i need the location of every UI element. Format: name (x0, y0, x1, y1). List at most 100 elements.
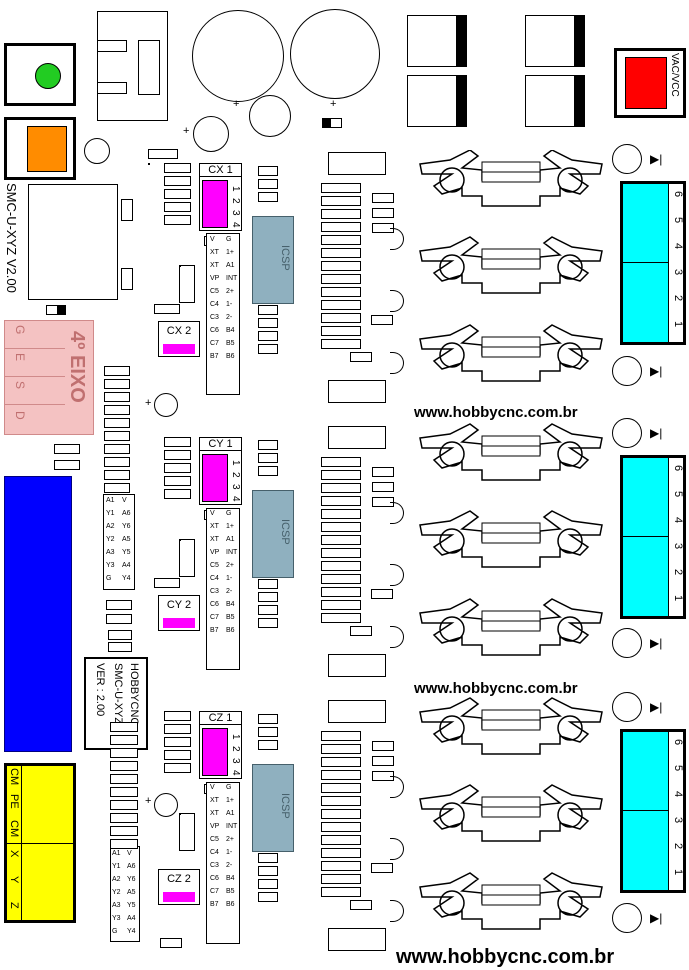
jumper-cz1[interactable]: CZ 1 (199, 711, 242, 779)
capacitor-medium (249, 95, 291, 137)
jumper-pin-4: 4 (230, 770, 241, 776)
jumper-cz2-label: CZ 2 (167, 873, 191, 885)
resistor (164, 176, 191, 186)
pic-pin-right: A1 (226, 262, 235, 269)
resistor (258, 727, 278, 737)
resistor (164, 163, 191, 173)
power-connector[interactable]: VAC/VCC (614, 48, 686, 118)
icsp-label-z: ICSP (279, 793, 291, 819)
resistor (321, 861, 361, 871)
website-label-3: www.hobbycnc.com.br (396, 946, 615, 968)
motor-terminal-y[interactable] (620, 455, 686, 619)
resistor (164, 202, 191, 212)
axis4-pin-g: G (13, 325, 27, 335)
jumper-pin-2: 2 (230, 746, 241, 752)
motor-terminal-z[interactable] (620, 729, 686, 893)
buffer-chip-z (110, 846, 140, 942)
capacitor-film (390, 228, 404, 250)
input-label-z: Z (8, 902, 20, 909)
pic-pin-left: XT (210, 523, 219, 530)
heatsink (419, 872, 603, 930)
diode-led-ring (612, 692, 642, 722)
resistor (321, 300, 361, 310)
resistor (321, 757, 361, 767)
motor-terminal-x[interactable] (620, 181, 686, 345)
icsp-header-x[interactable]: ICSP (252, 216, 294, 304)
orange-button-frame[interactable] (4, 117, 76, 180)
jumper-cy2[interactable]: CY 2 (158, 595, 200, 631)
terminal-pin-6: 6 (672, 465, 684, 472)
buffer-pin-left: Y1 (112, 863, 121, 870)
diode-led-ring (612, 628, 642, 658)
pic-pin-left: B7 (210, 627, 219, 634)
resistor (258, 892, 278, 902)
resistor (154, 304, 180, 314)
resistor (350, 352, 372, 362)
blue-module (4, 476, 72, 752)
jumper-cy1[interactable]: CY 1 (199, 437, 242, 505)
jumper-cx1[interactable]: CX 1 (199, 163, 242, 231)
resistor (110, 761, 138, 771)
resistor (258, 305, 278, 315)
pic-pin-left: C4 (210, 849, 219, 856)
resistor (164, 750, 191, 760)
current-sense-resistor (328, 152, 386, 175)
diode-icon: ▶| (650, 636, 663, 650)
buffer-pin-right: A5 (122, 536, 131, 543)
pic-pin-left: B7 (210, 353, 219, 360)
icsp-header-z[interactable]: ICSP (252, 764, 294, 852)
resistor (106, 614, 132, 624)
input-label-pe: PE (8, 794, 20, 809)
spacer (179, 539, 181, 541)
pic-pin-left: C3 (210, 862, 219, 869)
pic-pin-right: 2- (226, 862, 233, 869)
terminal-pin-6: 6 (672, 739, 684, 746)
website-label-2: www.hobbycnc.com.br (414, 680, 578, 697)
resistor (321, 561, 361, 571)
resistor (258, 331, 278, 341)
power-transistor (407, 15, 467, 67)
pic-pin-right: B4 (226, 601, 235, 608)
orange-button[interactable] (27, 126, 67, 172)
buffer-pin-right: Y6 (122, 523, 131, 530)
buffer-pin-right: Y5 (127, 902, 136, 909)
resistor (258, 579, 278, 589)
resistor (321, 339, 361, 349)
crystal (179, 265, 195, 303)
input-terminal[interactable] (4, 763, 76, 923)
green-led-icon (35, 63, 61, 89)
resistor (321, 535, 361, 545)
jumper-cx2[interactable]: CX 2 (158, 321, 200, 357)
logo-line-3: VER : 2.00 (94, 663, 106, 717)
pad (54, 444, 80, 454)
jumper-cx1-label: CX 1 (200, 164, 241, 177)
logo-line-1: HOBBYCNC (128, 663, 140, 726)
input-label-cm2: CM (8, 820, 20, 838)
resistor (321, 470, 361, 480)
heatsink (419, 510, 603, 568)
jumper-pin-1: 1 (230, 186, 241, 192)
pic-pin-right: B5 (226, 340, 235, 347)
resistor (258, 740, 278, 750)
icsp-header-y[interactable]: ICSP (252, 490, 294, 578)
power-input[interactable] (625, 57, 667, 109)
heatsink (419, 697, 603, 755)
resistor (321, 574, 361, 584)
pic-pin-right: 1- (226, 575, 233, 582)
usb-connector[interactable] (97, 11, 168, 121)
resistor (108, 642, 132, 652)
regulator-tab (121, 199, 133, 221)
resistor (372, 741, 394, 751)
buffer-pin-left: Y2 (112, 889, 121, 896)
resistor (104, 431, 130, 441)
jumper-cz2[interactable]: CZ 2 (158, 869, 200, 905)
resistor (258, 866, 278, 876)
resistor (321, 770, 361, 780)
pic-pin-right: B4 (226, 875, 235, 882)
resistor (104, 444, 130, 454)
spacer (179, 265, 181, 267)
pic-pin-left: B7 (210, 901, 219, 908)
axis4-connector[interactable]: 4º EIXO G E S D (4, 320, 94, 435)
diode-led-ring (612, 903, 642, 933)
capacitor-film (390, 900, 404, 922)
